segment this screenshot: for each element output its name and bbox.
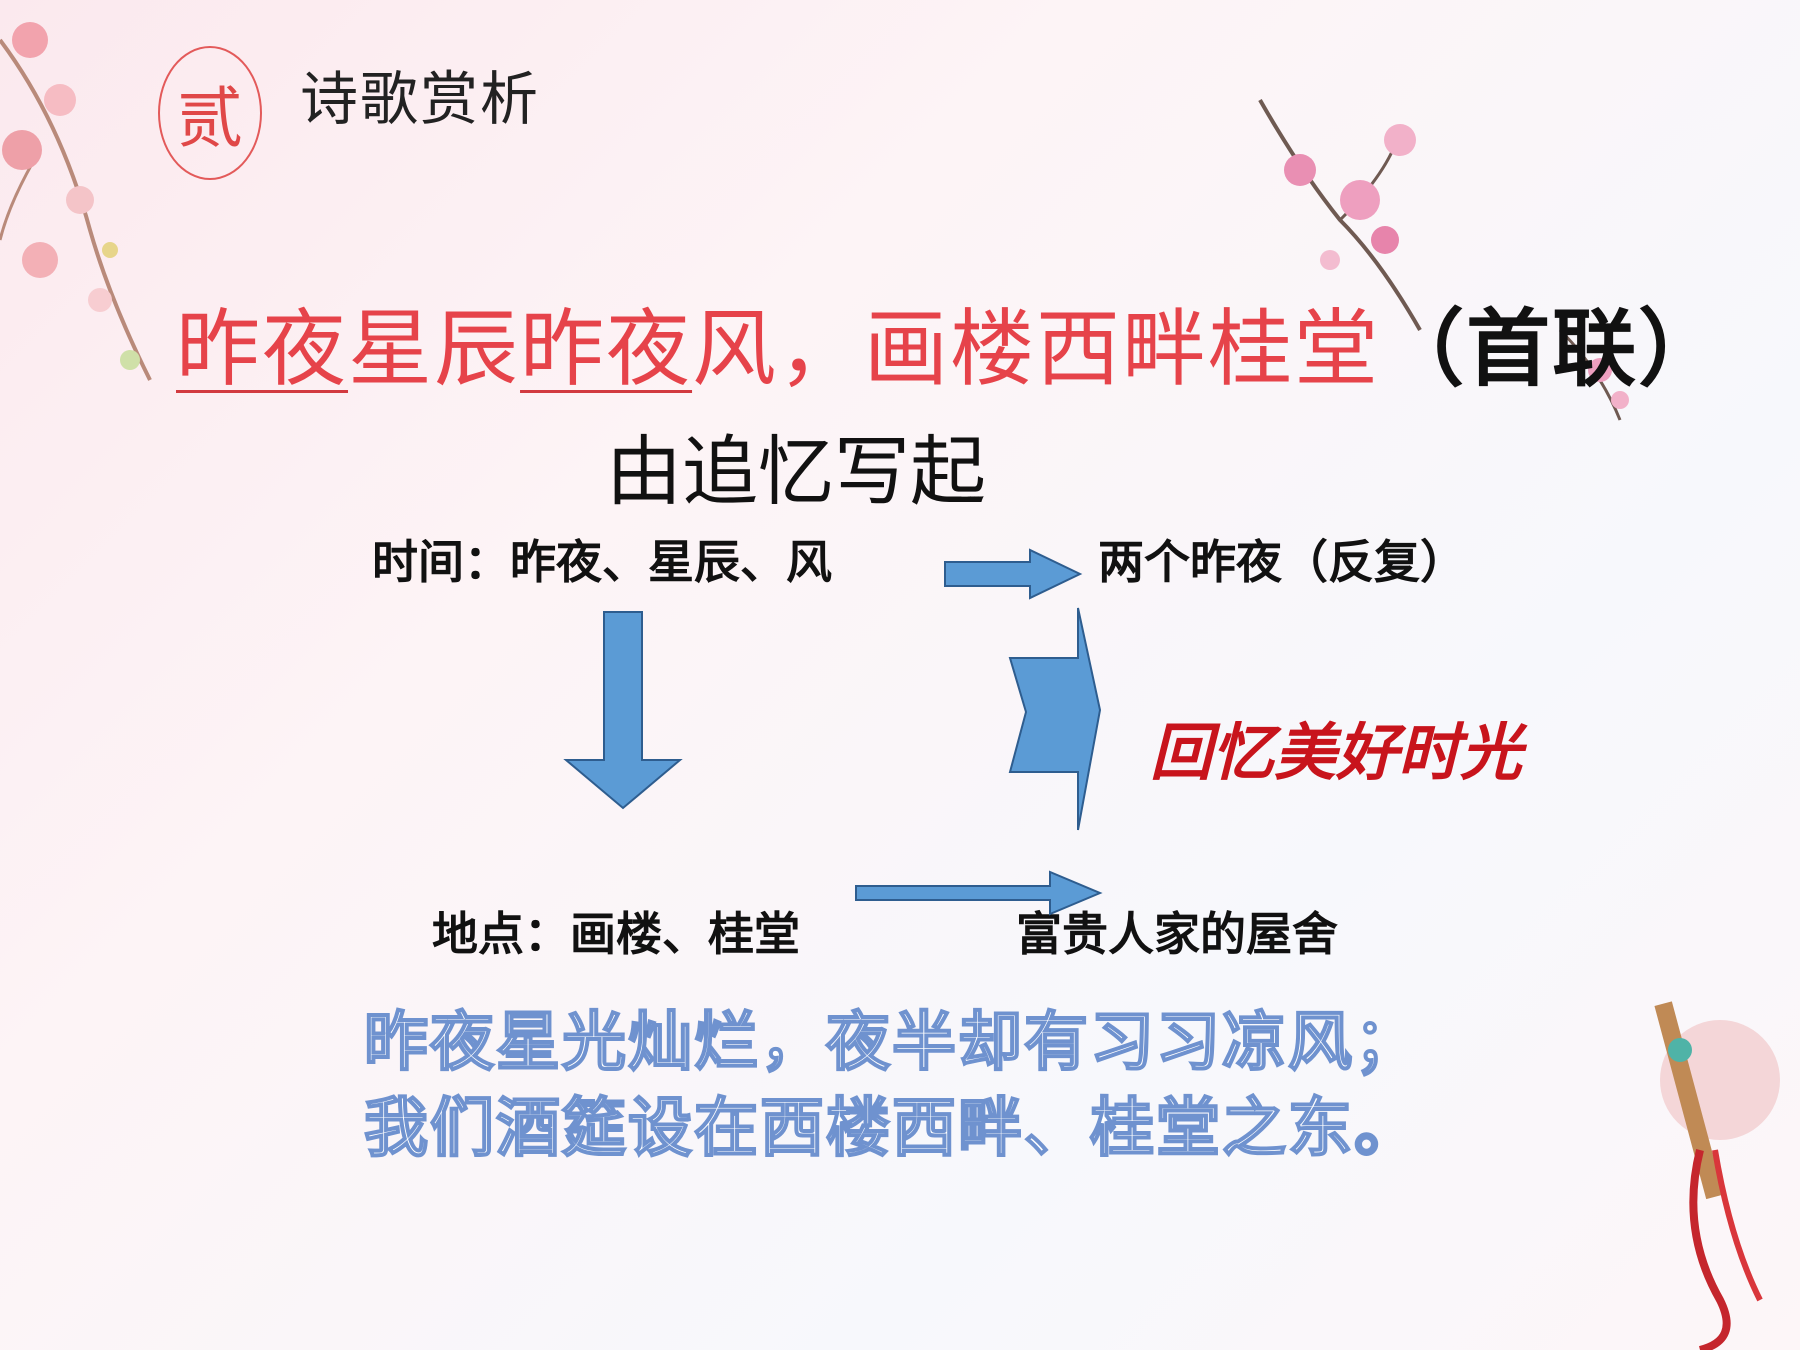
bottom-right-tassel-ornament (1654, 1001, 1780, 1350)
poem-couplet-note: （首联） (1380, 300, 1725, 398)
top-left-blossom-branch (0, 22, 152, 381)
chevron-memory-arrow (1008, 607, 1102, 831)
time-label: 时间：昨夜、星辰、风 (372, 535, 832, 589)
repeat-label: 两个昨夜（反复） (1098, 535, 1466, 589)
section-title: 诗歌赏析 (300, 65, 541, 133)
place-label: 地点：画楼、桂堂 (432, 907, 800, 961)
poem-line: 昨夜星辰昨夜风，画楼西畔桂堂（首联） (176, 282, 1724, 403)
arrow-time-to-repeat (944, 548, 1083, 600)
house-label: 富贵人家的屋舍 (1016, 907, 1338, 961)
top-right-blossom-branch (1258, 99, 1629, 421)
section-number-badge: 贰 (158, 46, 262, 180)
subtitle: 由追忆写起 (606, 427, 986, 516)
memory-label: 回忆美好时光 (1150, 716, 1523, 789)
arrow-time-to-place (563, 611, 683, 810)
translation-text: 昨夜星光灿烂，夜半却有习习凉风； 我们酒筵设在西楼西畔、桂堂之东。 (363, 1000, 1564, 1172)
poem-part-underlined-3: 昨夜 (520, 300, 693, 398)
translation-line-1: 昨夜星光灿烂，夜半却有习习凉风； (363, 1005, 1420, 1081)
arrow-place-to-house (855, 870, 1103, 916)
poem-part-4: 风，画楼西畔桂堂 (692, 300, 1381, 398)
translation-line-2: 我们酒筵设在西楼西畔、桂堂之东。 (363, 1091, 1420, 1167)
poem-part-underlined-1: 昨夜 (176, 300, 349, 398)
poem-part-2: 星辰 (348, 300, 521, 398)
